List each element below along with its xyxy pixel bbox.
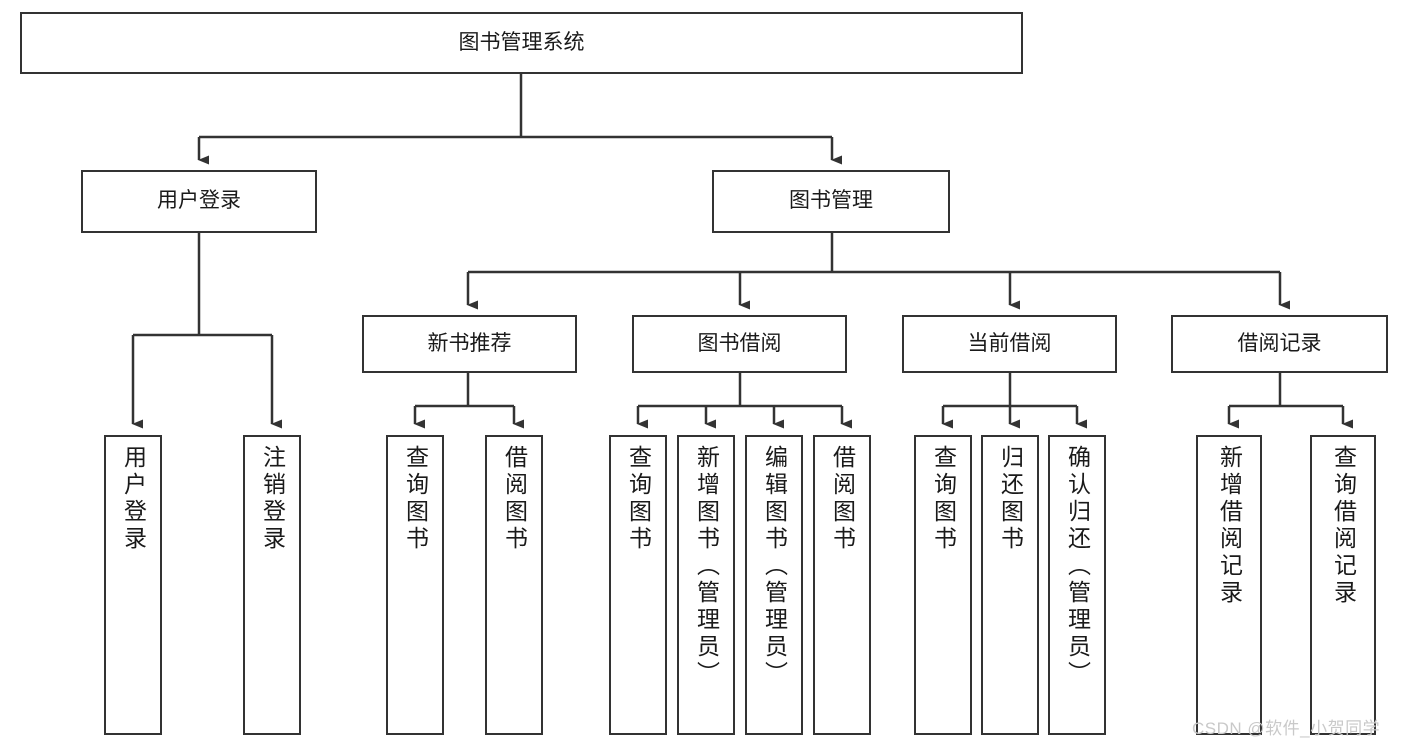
- leaf-current-query-book-label: 查询图书: [930, 445, 957, 553]
- leaf-borrow-add-book[interactable]: 新增图书（管理员）: [677, 435, 735, 735]
- leaf-record-query[interactable]: 查询借阅记录: [1310, 435, 1376, 735]
- leaf-recommend-query-book-label: 查询图书: [402, 445, 429, 553]
- node-borrow-record[interactable]: 借阅记录: [1171, 315, 1388, 373]
- leaf-borrow-borrow-book[interactable]: 借阅图书: [813, 435, 871, 735]
- node-book-borrow-label: 图书借阅: [697, 331, 782, 355]
- node-book-management-label: 图书管理: [789, 189, 873, 213]
- leaf-recommend-borrow-book[interactable]: 借阅图书: [485, 435, 543, 735]
- node-new-book-recommend[interactable]: 新书推荐: [362, 315, 577, 373]
- node-current-borrow[interactable]: 当前借阅: [902, 315, 1117, 373]
- node-root-label: 图书管理系统: [458, 30, 585, 54]
- leaf-borrow-edit-book-label: 编辑图书（管理员）: [761, 445, 788, 688]
- node-user-login[interactable]: 用户登录: [81, 170, 317, 233]
- leaf-borrow-query-book-label: 查询图书: [625, 445, 652, 553]
- leaf-record-add[interactable]: 新增借阅记录: [1196, 435, 1262, 735]
- node-book-management[interactable]: 图书管理: [712, 170, 950, 233]
- leaf-borrow-query-book[interactable]: 查询图书: [609, 435, 667, 735]
- node-new-book-recommend-label: 新书推荐: [427, 331, 512, 355]
- leaf-recommend-borrow-book-label: 借阅图书: [501, 445, 528, 553]
- leaf-user-logout[interactable]: 注销登录: [243, 435, 301, 735]
- leaf-borrow-add-book-label: 新增图书（管理员）: [693, 445, 720, 688]
- leaf-current-query-book[interactable]: 查询图书: [914, 435, 972, 735]
- leaf-current-return-book[interactable]: 归还图书: [981, 435, 1039, 735]
- leaf-current-confirm-return[interactable]: 确认归还（管理员）: [1048, 435, 1106, 735]
- leaf-recommend-query-book[interactable]: 查询图书: [386, 435, 444, 735]
- node-current-borrow-label: 当前借阅: [967, 331, 1052, 355]
- leaf-borrow-edit-book[interactable]: 编辑图书（管理员）: [745, 435, 803, 735]
- watermark: CSDN @软件_小贺同学: [1192, 719, 1381, 738]
- leaf-record-add-label: 新增借阅记录: [1216, 445, 1243, 607]
- node-book-borrow[interactable]: 图书借阅: [632, 315, 847, 373]
- leaf-user-login[interactable]: 用户登录: [104, 435, 162, 735]
- leaf-user-login-label: 用户登录: [120, 445, 147, 553]
- leaf-current-return-book-label: 归还图书: [997, 445, 1024, 553]
- leaf-user-logout-label: 注销登录: [259, 445, 286, 553]
- leaf-borrow-borrow-book-label: 借阅图书: [829, 445, 856, 553]
- node-root[interactable]: 图书管理系统: [20, 12, 1023, 74]
- node-user-login-label: 用户登录: [157, 189, 241, 213]
- node-borrow-record-label: 借阅记录: [1237, 331, 1322, 355]
- leaf-record-query-label: 查询借阅记录: [1330, 445, 1357, 607]
- leaf-current-confirm-return-label: 确认归还（管理员）: [1064, 445, 1091, 688]
